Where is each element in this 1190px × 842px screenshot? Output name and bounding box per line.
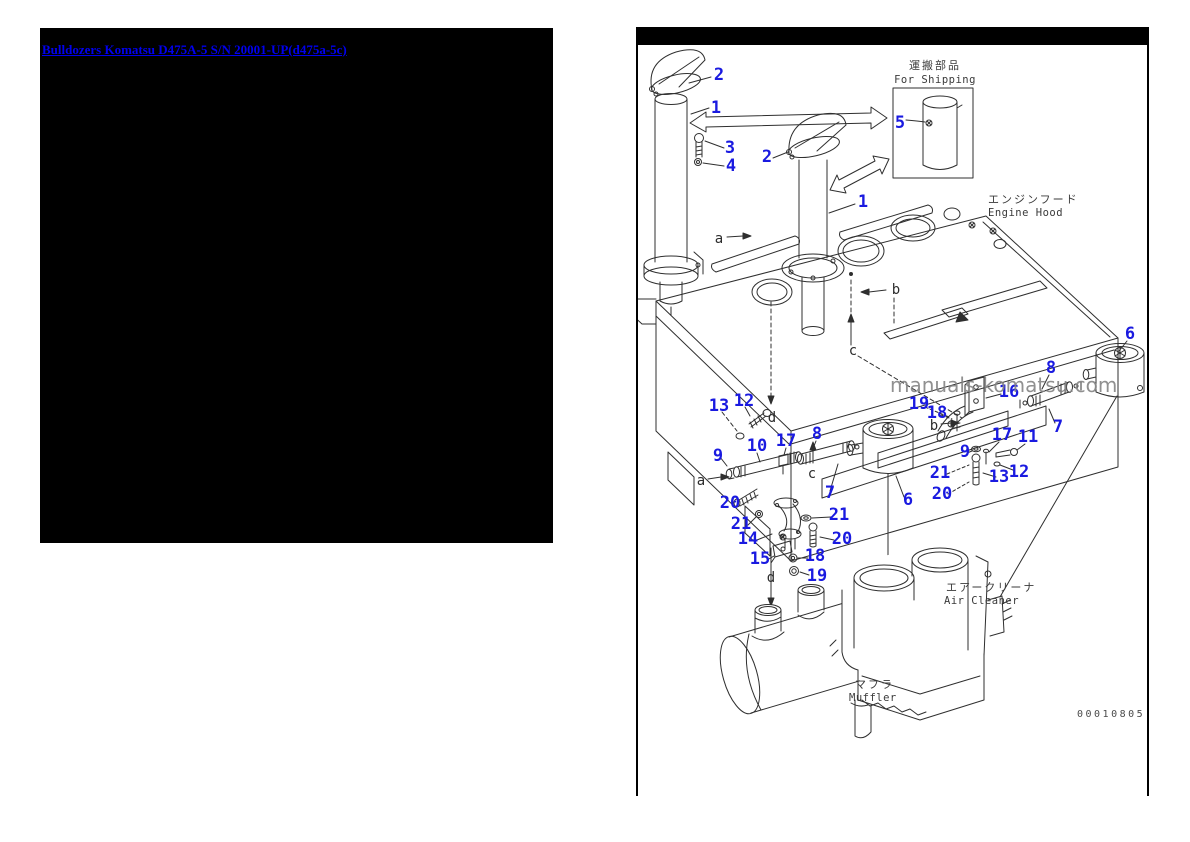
part-number-callout: 18 <box>927 403 947 423</box>
part-number-callouts: 2 1 3 4 5 2 1 6 8 16 7 19 18 13 12 10 17… <box>709 65 1135 586</box>
engine-hood-label-en: Engine Hood <box>988 207 1063 219</box>
part-number-callout: 16 <box>999 382 1019 402</box>
model-link[interactable]: Bulldozers Komatsu D475A-5 S/N 20001-UP(… <box>42 42 347 57</box>
shipping-arrows <box>689 106 890 194</box>
parts-diagram: 2 1 3 4 5 2 1 6 8 16 7 19 18 13 12 10 17… <box>638 49 1145 739</box>
section-letter: d <box>767 570 775 586</box>
part-number-callout: 2 <box>762 147 772 167</box>
part-number-callout: 12 <box>734 391 754 411</box>
engine-hood-label-jp: エンジンフード <box>988 193 1079 206</box>
for-shipping-label-en: For Shipping <box>894 74 976 86</box>
part-number-callout: 7 <box>825 483 835 503</box>
part-number-callout: 5 <box>895 113 905 133</box>
air-cleaner-6-right <box>1082 340 1145 398</box>
part-number-callout: 11 <box>1018 427 1038 447</box>
part-number-callout: 4 <box>726 156 736 176</box>
air-cleaner-assembly <box>829 546 1013 721</box>
part-number-callout: 19 <box>909 394 929 414</box>
diagram-frame: 2 1 3 4 5 2 1 6 8 16 7 19 18 13 12 10 17… <box>636 27 1149 796</box>
section-letter: c <box>849 343 857 359</box>
muffler-label-en: Muffler <box>849 692 897 704</box>
section-letter: a <box>697 473 705 489</box>
part-number-callout: 1 <box>711 98 721 118</box>
diagram-header-bar <box>638 27 1147 45</box>
section-letter: b <box>930 418 938 434</box>
part-number-callout: 9 <box>713 446 723 466</box>
part-number-callout: 12 <box>1009 462 1029 482</box>
exhaust-pipe-center <box>772 112 856 336</box>
part-number-callout: 21 <box>829 505 849 525</box>
part-number-callout: 17 <box>776 431 796 451</box>
air-cleaner-6-center <box>846 419 914 498</box>
hardware-cluster-left <box>719 406 860 576</box>
part-number-callout: 3 <box>725 138 735 158</box>
part-number-callout: 17 <box>992 425 1012 445</box>
section-letters: a b c d a c b d <box>697 231 938 586</box>
part-number-callout: 8 <box>812 424 822 444</box>
part-number-callout: 20 <box>932 484 952 504</box>
muffler-label-jp: マフラ <box>855 678 894 691</box>
part-number-callout: 7 <box>1053 417 1063 437</box>
for-shipping-label-jp: 運搬部品 <box>909 58 961 72</box>
part-number-callout: 6 <box>1125 324 1135 344</box>
left-black-panel: Bulldozers Komatsu D475A-5 S/N 20001-UP(… <box>40 28 553 543</box>
part-number-callout: 18 <box>805 546 825 566</box>
diagram-labels: 運搬部品 For Shipping エンジンフード Engine Hood エア… <box>849 58 1145 720</box>
part-number-callout: 9 <box>960 442 970 462</box>
section-letter: d <box>768 410 776 426</box>
part-number-callout: 20 <box>720 493 740 513</box>
part-number-callout: 14 <box>738 529 758 549</box>
part-number-callout: 21 <box>930 463 950 483</box>
part-number-callout: 8 <box>1046 358 1056 378</box>
part-number-callout: 6 <box>903 490 913 510</box>
part-number-callout: 19 <box>807 566 827 586</box>
exhaust-pipe-left <box>643 49 725 316</box>
section-letter: a <box>715 231 723 247</box>
part-number-callout: 10 <box>747 436 767 456</box>
hardware-cluster-right <box>936 374 1082 486</box>
part-number-callout: 21 <box>731 514 751 534</box>
section-letter: c <box>808 466 816 482</box>
air-cleaner-label-en: Air Cleaner <box>944 595 1019 607</box>
air-cleaner-label-jp: エアークリーナ <box>946 581 1036 594</box>
for-shipping-box <box>892 87 974 179</box>
drawing-number: 00010805 <box>1077 709 1145 720</box>
engine-hood <box>638 204 1119 562</box>
part-number-callout: 20 <box>832 529 852 549</box>
part-number-callout: 13 <box>989 467 1009 487</box>
part-number-callout: 2 <box>714 65 724 85</box>
part-number-callout: 1 <box>858 192 868 212</box>
leader-lines <box>707 232 1118 607</box>
watermark-text: manuals-komatsu.com <box>890 373 1117 397</box>
part-number-callout: 13 <box>709 396 729 416</box>
part-number-callout: 15 <box>750 549 770 569</box>
section-letter: b <box>892 282 900 298</box>
